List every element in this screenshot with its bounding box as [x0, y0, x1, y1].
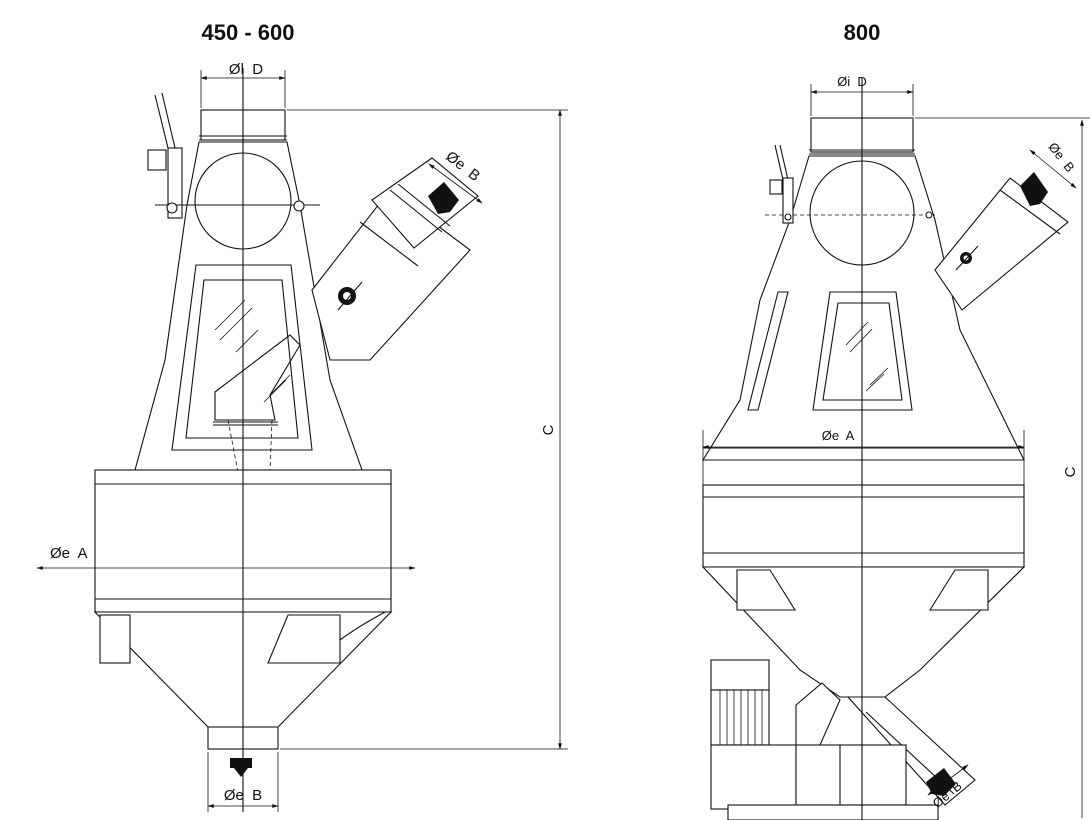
- left-dim-outer-a: Øe A: [50, 545, 88, 562]
- right-dim-outer-a: Øe A: [822, 428, 855, 443]
- right-dim-height-c: C: [1062, 466, 1079, 477]
- left-valve-handle: [147, 92, 320, 219]
- left-hopper-drawing: Øl D Øe B Øe A Øe B C: [36, 61, 568, 812]
- right-dim-inner-d: Øi D: [837, 74, 867, 89]
- right-side-slit: [747, 291, 789, 411]
- title-left: 450 - 600: [202, 20, 295, 45]
- title-right: 800: [844, 20, 881, 45]
- right-motor: [710, 659, 939, 820]
- left-dim-height-c: C: [540, 424, 557, 435]
- left-dim-outer-b-bottom: Øe B: [224, 787, 262, 804]
- left-dim-inner-d: Øl D: [229, 61, 263, 78]
- right-dim-outer-b-top: Øe B: [1045, 140, 1077, 175]
- right-inlet-arrow-icon: [1020, 172, 1048, 206]
- left-window-frame: [171, 264, 313, 451]
- right-inlet-pipe: [934, 172, 1069, 311]
- right-hopper-drawing: Øi D Øe B Øe A Øe B C: [701, 74, 1090, 820]
- left-outlet-arrow-icon: [230, 758, 252, 777]
- left-knob-icon: [337, 281, 363, 311]
- right-valve-handle: [765, 144, 935, 224]
